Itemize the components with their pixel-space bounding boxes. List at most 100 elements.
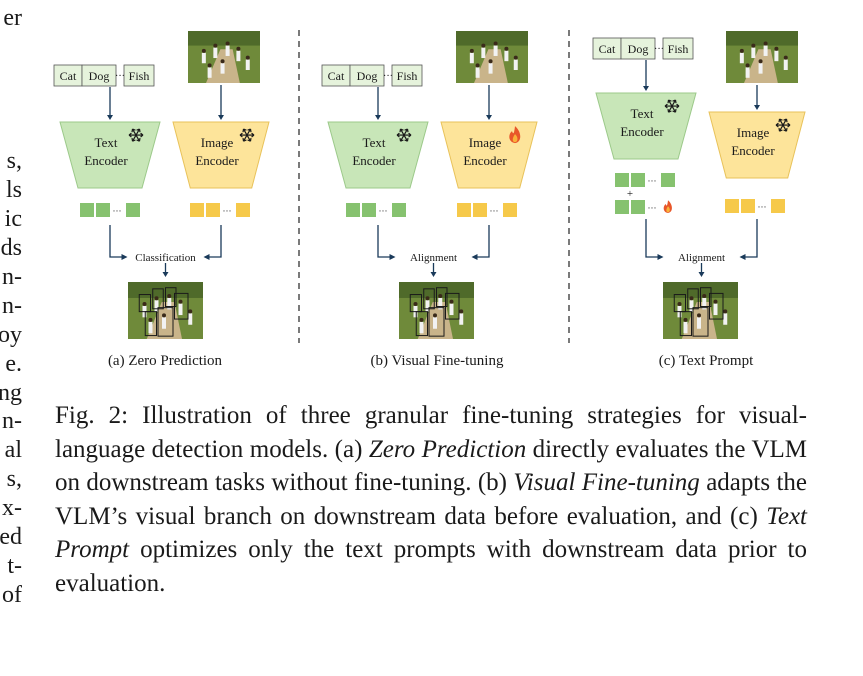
- detection-box: [445, 292, 460, 320]
- left-column-fragment: ng: [0, 380, 22, 406]
- image-to-image-encoder-arrow-head: [218, 115, 224, 120]
- detection-box: [692, 307, 709, 337]
- photo-player-head: [783, 55, 788, 60]
- token: [457, 203, 471, 217]
- detection-box: [415, 311, 428, 337]
- detection-result-image: [663, 282, 738, 339]
- photo-player: [236, 50, 241, 62]
- left-column-fragment: of: [2, 582, 22, 608]
- merge-label: Alignment: [678, 252, 725, 264]
- photo-stands: [188, 31, 260, 46]
- token: [346, 203, 360, 217]
- caption-text: directly evaluates the VLM on downstream…: [55, 435, 808, 497]
- token: [725, 199, 739, 213]
- class-box: [349, 64, 385, 87]
- class-label: Fish: [397, 69, 418, 83]
- class-box: [81, 64, 117, 87]
- snowflake-branch: [243, 139, 247, 142]
- image-to-image-encoder-arrow-head: [754, 105, 760, 110]
- class-label: Fish: [129, 69, 150, 83]
- snowflake-branch: [676, 103, 680, 107]
- photo-player-head: [758, 59, 763, 64]
- detection-box: [709, 292, 724, 320]
- caption-italic-term: Text Prompt: [55, 502, 807, 564]
- flame-icon: [509, 126, 521, 144]
- snowflake-branch: [400, 139, 404, 142]
- photo-player-head: [201, 48, 206, 53]
- class-label: Cat: [599, 42, 616, 56]
- token: [206, 203, 220, 217]
- photo-player-head: [142, 301, 147, 306]
- merge-arrowhead-left: [389, 254, 396, 260]
- token: [615, 200, 629, 214]
- merge-line-left: [377, 225, 394, 258]
- class-box: [391, 64, 423, 87]
- image-feature-tokens: ···: [190, 203, 250, 217]
- photo-player-head: [167, 293, 172, 298]
- photo-player: [469, 52, 474, 64]
- left-column-fragment: ds: [0, 235, 22, 261]
- left-column-fragment: ls: [5, 177, 22, 203]
- photo-player-head: [689, 296, 694, 301]
- photo-player-head: [774, 46, 779, 51]
- merge-label: Alignment: [410, 252, 457, 264]
- merge-line-right: [473, 225, 490, 258]
- left-column-fragment: x-: [2, 495, 22, 521]
- merge-arrow-down-head: [430, 272, 437, 277]
- snowflake-branch: [243, 128, 247, 131]
- photo-player: [419, 321, 424, 334]
- snowflake-branch: [132, 139, 136, 142]
- photo-player: [433, 317, 437, 329]
- snowflake-stroke: [778, 118, 788, 132]
- image-encoder-label-line1: Image: [469, 135, 502, 150]
- text-encoder-shape: [327, 121, 429, 189]
- text-encoder-shape: [59, 121, 161, 189]
- figure-caption: Fig. 2: Illustration of three granular f…: [55, 399, 807, 600]
- photo-player-head: [488, 59, 493, 64]
- detection-result-image: [399, 282, 474, 339]
- class-label: Cat: [60, 69, 77, 83]
- snowflake-branch: [128, 132, 132, 136]
- token: [236, 203, 250, 217]
- input-image: [188, 31, 260, 83]
- photo-player: [188, 313, 193, 325]
- text-encoder-label-line1: Text: [631, 106, 654, 121]
- text-encoder-label-line1: Text: [95, 135, 118, 150]
- photo-player: [162, 317, 166, 329]
- caption-text: adapts the VLM’s visual branch on downst…: [55, 469, 807, 530]
- token: [503, 203, 517, 217]
- token: [96, 203, 110, 217]
- photo-stands: [726, 31, 798, 46]
- left-column-fragment: oy: [0, 322, 22, 348]
- caption-label: Fig. 2:: [55, 402, 129, 429]
- photo-player: [493, 45, 498, 56]
- snowflake-stroke: [242, 128, 252, 142]
- photo-player-head: [677, 301, 682, 306]
- photo-player: [481, 47, 486, 59]
- detection-box: [157, 307, 174, 337]
- photo-player-head: [207, 63, 212, 68]
- image-encoder-label-line2: Encoder: [731, 143, 775, 158]
- photo-player-head: [148, 317, 153, 322]
- caption-italic-term: Zero Prediction: [368, 435, 527, 463]
- photo-player: [763, 45, 768, 56]
- photo-player: [167, 297, 172, 310]
- prompt-plus: +: [627, 188, 633, 200]
- text-encoder-label-line2: Encoder: [620, 124, 664, 139]
- detection-result-image: [128, 282, 203, 339]
- token: [771, 199, 785, 213]
- merge-connector: Alignment: [645, 219, 758, 277]
- merge-arrowhead-right: [203, 254, 210, 260]
- photo-player: [425, 300, 430, 312]
- photo-player-head: [513, 55, 518, 60]
- photo-player-head: [697, 313, 701, 318]
- snowflake-stroke: [399, 128, 409, 142]
- photo-player: [488, 63, 493, 74]
- snowflake-branch: [779, 129, 783, 132]
- photo-player-head: [220, 59, 225, 64]
